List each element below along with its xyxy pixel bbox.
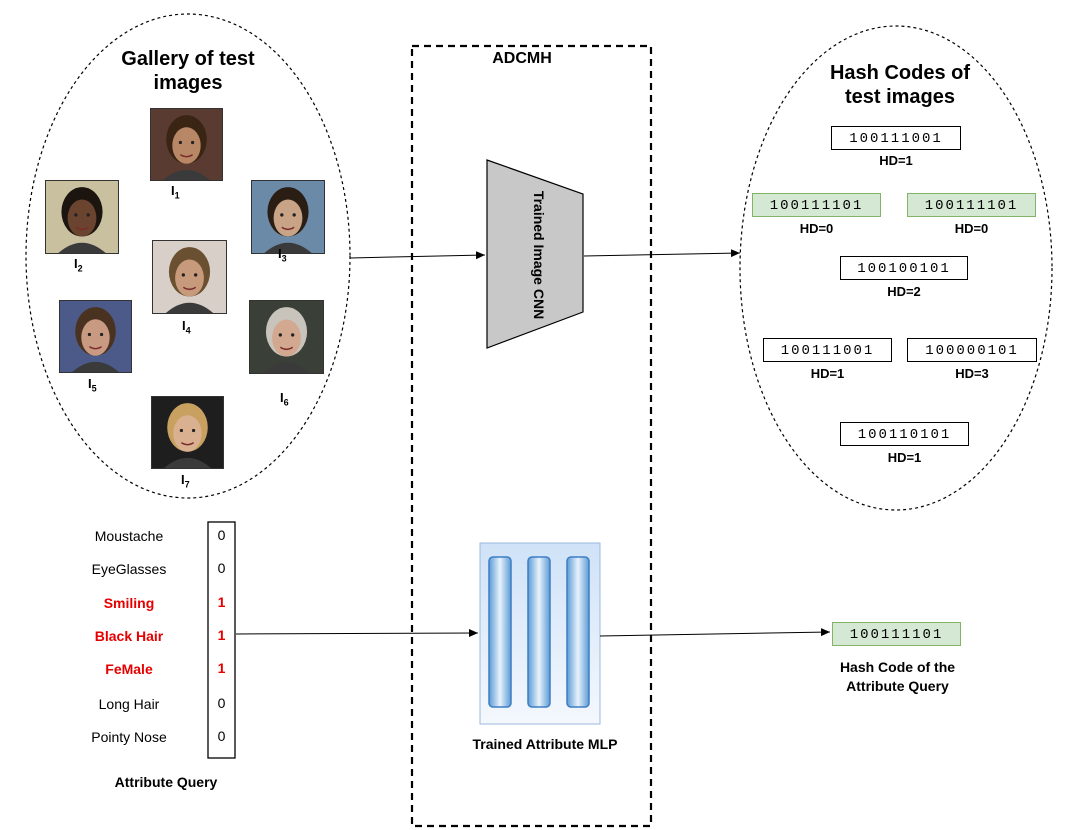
- image-label: I2: [74, 256, 83, 274]
- image-label: I4: [182, 318, 191, 336]
- attribute-value: 1: [217, 627, 226, 643]
- image-label-letter: I: [171, 183, 175, 198]
- image-label-index: 1: [174, 190, 180, 201]
- arrow-gallery-to-cnn: [349, 251, 486, 260]
- face-photo: [45, 180, 119, 254]
- cnn-label: Trained Image CNN: [531, 190, 547, 320]
- face-icon: [72, 307, 119, 372]
- image-label-index: 6: [283, 397, 289, 408]
- query-hash-label-line2: Attribute Query: [846, 678, 949, 694]
- hash-codes-title-line2: test images: [844, 86, 956, 108]
- attribute-value: 0: [217, 527, 226, 543]
- cnn-trapezoid: [486, 159, 584, 349]
- adcmh-box: [410, 44, 653, 828]
- attribute-value: 1: [217, 660, 226, 676]
- hash-codes-ellipse: [739, 25, 1053, 511]
- arrow-query-to-mlp: [235, 629, 479, 638]
- arrow-cnn-to-hash: [583, 249, 741, 258]
- image-label: I3: [278, 246, 287, 264]
- face-photo: [152, 240, 227, 314]
- hash-code-box: 100100101: [840, 256, 968, 280]
- attribute-value: 0: [217, 695, 226, 711]
- adcmh-title: ADCMH: [492, 50, 552, 67]
- hamming-distance: HD=3: [955, 366, 989, 381]
- image-label-letter: I: [181, 472, 185, 487]
- hamming-distance: HD=1: [810, 366, 845, 381]
- hash-code-box: 100000101: [907, 338, 1037, 362]
- image-label: I5: [88, 376, 97, 394]
- mlp-label: Trained Attribute MLP: [472, 736, 618, 752]
- image-label-index: 7: [184, 479, 190, 490]
- image-label-letter: I: [278, 246, 282, 261]
- attribute-name: EyeGlasses: [91, 561, 167, 577]
- attribute-value: 0: [217, 728, 226, 744]
- query-hash-label-line1: Hash Code of the: [839, 659, 956, 675]
- attribute-name: Moustache: [94, 528, 164, 544]
- attribute-query-title: Attribute Query: [114, 774, 218, 790]
- attribute-name: Pointy Nose: [91, 729, 167, 745]
- query-hash-label: Hash Code of the Attribute Query: [810, 658, 985, 696]
- image-label-index: 2: [77, 263, 83, 274]
- hash-code-box: 100111001: [831, 126, 961, 150]
- hash-code-box: 100110101: [840, 422, 969, 446]
- image-label-index: 4: [185, 325, 191, 336]
- image-label-letter: I: [88, 376, 92, 391]
- hash-code-box: 100111101: [907, 193, 1036, 217]
- face-photo: [59, 300, 132, 373]
- gallery-title: Gallery of test images: [108, 47, 268, 95]
- mlp-block: [479, 542, 601, 725]
- attribute-name: Smiling: [103, 595, 155, 611]
- attribute-vector-box: [207, 521, 236, 759]
- face-icon: [58, 187, 106, 253]
- image-label-index: 3: [281, 253, 287, 264]
- gallery-ellipse: [25, 13, 351, 499]
- image-label-letter: I: [280, 390, 284, 405]
- face-photo: [150, 108, 223, 181]
- face-icon: [163, 115, 210, 180]
- face-photo: [249, 300, 324, 374]
- hamming-distance: HD=0: [799, 221, 834, 236]
- hash-codes-title: Hash Codes of test images: [810, 61, 990, 109]
- face-photo: [151, 396, 224, 469]
- attribute-value: 1: [217, 594, 226, 610]
- image-label: I7: [181, 472, 190, 490]
- gallery-title-line2: images: [153, 72, 223, 94]
- attribute-name: FeMale: [105, 661, 153, 677]
- face-icon: [262, 307, 311, 373]
- hash-code-box: 100111001: [763, 338, 892, 362]
- image-label-letter: I: [74, 256, 78, 271]
- image-label: I1: [171, 183, 180, 201]
- hamming-distance: HD=1: [879, 153, 913, 168]
- hash-code-box: 100111101: [752, 193, 881, 217]
- image-label-index: 5: [91, 383, 97, 394]
- hamming-distance: HD=2: [887, 284, 921, 299]
- query-hash-code-box: 100111101: [832, 622, 961, 646]
- face-icon: [165, 247, 214, 313]
- arrow-mlp-to-hash: [599, 628, 831, 637]
- gallery-title-line1: Gallery of test: [121, 48, 255, 70]
- image-label: I6: [280, 390, 289, 408]
- face-icon: [264, 187, 312, 253]
- attribute-name: Long Hair: [98, 696, 160, 712]
- face-photo: [251, 180, 325, 254]
- hash-codes-title-line1: Hash Codes of: [829, 62, 971, 84]
- hamming-distance: HD=1: [887, 450, 922, 465]
- face-icon: [164, 403, 211, 468]
- hamming-distance: HD=0: [954, 221, 989, 236]
- image-label-letter: I: [182, 318, 186, 333]
- attribute-name: Black Hair: [94, 628, 164, 644]
- attribute-value: 0: [217, 560, 226, 576]
